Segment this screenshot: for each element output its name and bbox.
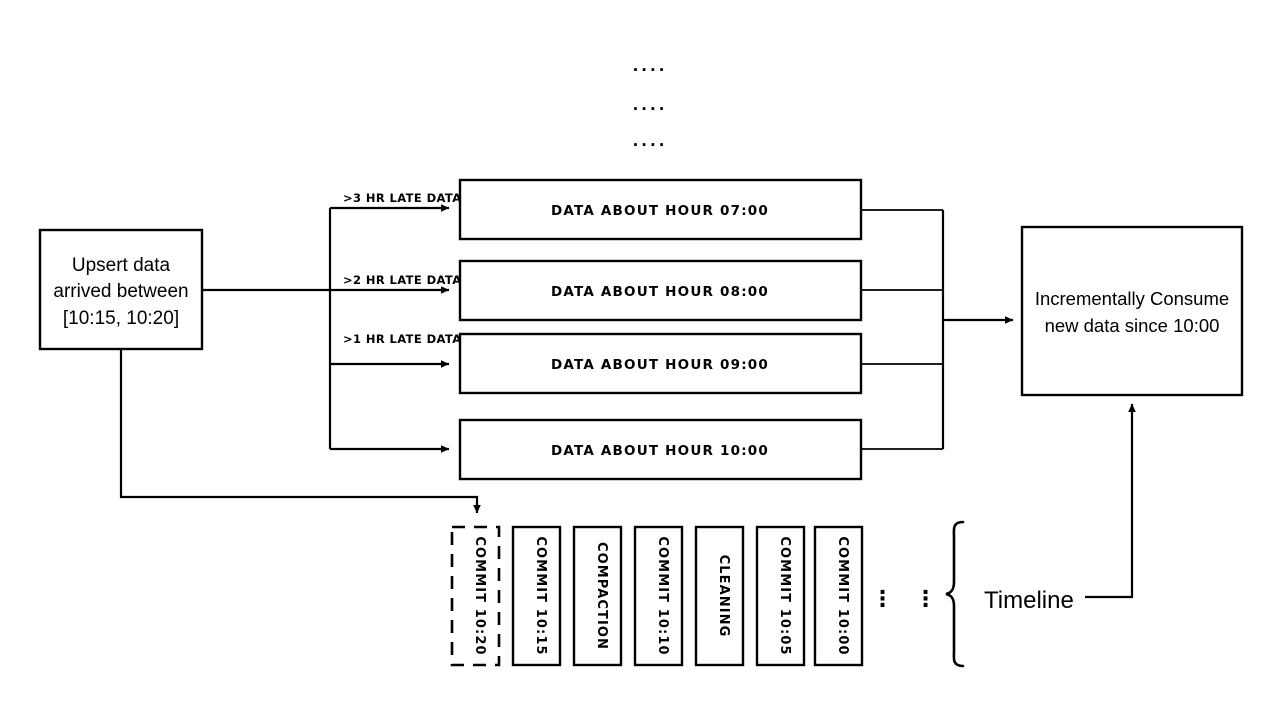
timeline-instant-label-0: COMMIT 10:20 xyxy=(472,536,487,655)
timeline-instant-box-2[interactable] xyxy=(572,525,623,667)
connector-source-to-timeline xyxy=(119,349,481,514)
incremental-consume-line-2: new data since 10:00 xyxy=(1045,315,1220,336)
partition-label-hour-10: DATA ABOUT HOUR 10:00 xyxy=(551,443,769,459)
incremental-consume-box[interactable] xyxy=(1020,225,1244,397)
upsert-source-line-3: [10:15, 10:20] xyxy=(63,308,179,329)
timeline-instant-box-0[interactable] xyxy=(450,525,501,667)
incremental-consume-line-1: Incrementally Consume xyxy=(1035,288,1229,309)
timeline-instant-box-1[interactable] xyxy=(511,525,562,667)
upsert-source-box[interactable] xyxy=(38,228,204,351)
timeline-brace xyxy=(945,520,965,668)
edge-label-2hr-late: >2 HR LATE DATA xyxy=(343,273,462,287)
upsert-source-line-1: Upsert data xyxy=(72,255,171,276)
timeline-instant-label-4: CLEANING xyxy=(716,555,731,638)
top-ellipsis-row-1: .... xyxy=(633,57,668,75)
partition-box-hour-10[interactable] xyxy=(458,418,863,481)
timeline-label: Timeline xyxy=(984,587,1074,614)
timeline-instant-label-3: COMMIT 10:10 xyxy=(655,536,670,655)
timeline-instant-label-5: COMMIT 10:05 xyxy=(777,536,792,655)
partition-label-hour-07: DATA ABOUT HOUR 07:00 xyxy=(551,203,769,219)
partition-label-hour-09: DATA ABOUT HOUR 09:00 xyxy=(551,357,769,373)
timeline-instant-box-4[interactable] xyxy=(694,525,745,667)
timeline-instant-box-6[interactable] xyxy=(813,525,864,667)
timeline-ellipsis-2: ⋮ xyxy=(915,587,940,612)
timeline-instant-label-6: COMMIT 10:00 xyxy=(835,536,850,655)
timeline-instant-box-3[interactable] xyxy=(633,525,684,667)
partition-box-hour-09[interactable] xyxy=(458,332,863,395)
upsert-source-line-2: arrived between xyxy=(53,281,188,302)
top-ellipsis-row-2: .... xyxy=(633,96,668,114)
timeline-instant-box-5[interactable] xyxy=(755,525,806,667)
edge-label-3hr-late: >3 HR LATE DATA xyxy=(343,191,462,205)
connector-timeline-to-consume xyxy=(1085,403,1136,599)
partition-label-hour-08: DATA ABOUT HOUR 08:00 xyxy=(551,284,769,300)
timeline-ellipsis-1: ⋮ xyxy=(872,587,897,612)
edge-label-1hr-late: >1 HR LATE DATA xyxy=(343,332,462,346)
timeline-instant-label-1: COMMIT 10:15 xyxy=(533,536,548,655)
top-ellipsis-row-3: .... xyxy=(633,132,668,150)
timeline-instant-label-2: COMPACTION xyxy=(594,542,609,650)
